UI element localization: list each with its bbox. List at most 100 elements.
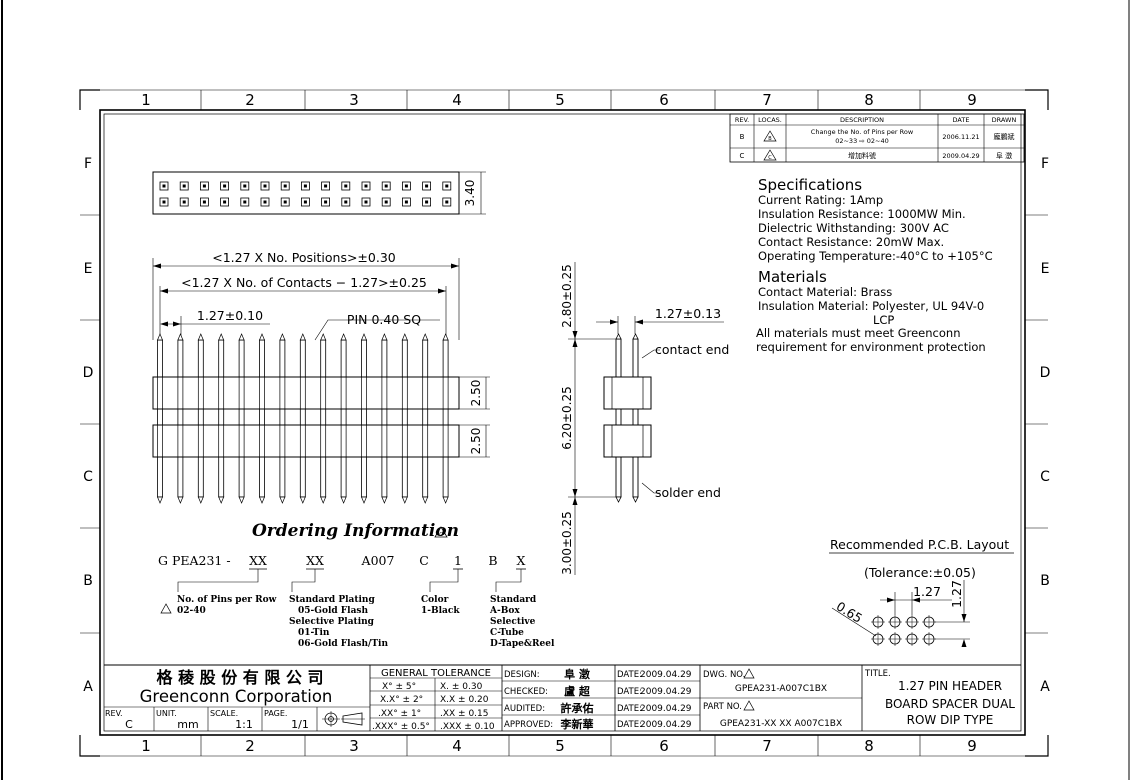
pin-square: [240, 181, 250, 191]
pin: [177, 339, 184, 498]
dim-contact-length: 2.80±0.25: [560, 264, 574, 328]
page-label: PAGE.: [264, 709, 287, 718]
code-plating: XX: [306, 553, 324, 568]
pin-square: [361, 181, 371, 191]
ordering-title: Ordering Information: [252, 521, 459, 541]
description-header: DESCRIPTION: [840, 116, 884, 124]
zone-row-label: D: [83, 365, 94, 381]
zone-row-label: A: [83, 679, 93, 695]
material-line: Insulation Material: Polyester, UL 94V-0: [758, 299, 984, 313]
pin-tip: [279, 333, 286, 341]
pin-tip: [218, 496, 225, 504]
note-packing: Standard: [490, 595, 537, 605]
pin-tip: [258, 333, 266, 341]
zone-column-label: 7: [762, 91, 772, 109]
pin-tip: [381, 333, 388, 341]
general-tolerance-title: GENERAL TOLERANCE: [381, 668, 491, 679]
pin-tip: [422, 333, 429, 341]
pin-center: [263, 184, 267, 188]
zone-row-label: C: [1040, 469, 1050, 485]
pin-center: [344, 184, 348, 188]
note-pins-title: No. of Pins per Row: [177, 595, 277, 605]
pin-square: [321, 181, 331, 191]
pin-square: [179, 197, 189, 207]
pcb-layout: Recommended P.C.B. Layout (Tolerance:±0.…: [829, 537, 1014, 647]
scale-value: 1:1: [235, 718, 253, 731]
note-plating: 01-Tin: [298, 628, 330, 638]
pin-square: [300, 197, 310, 207]
pin: [381, 339, 388, 498]
unit-label: UNIT.: [156, 709, 177, 718]
pin-center: [384, 184, 388, 188]
zone-column-label: 1: [141, 737, 151, 755]
zone-column-label: 5: [555, 91, 565, 109]
pin-tip: [442, 496, 449, 504]
dim-pitch: 1.27±0.10: [197, 308, 263, 323]
pin-tip: [299, 496, 306, 504]
pin-center: [182, 200, 186, 204]
svg-text:C: C: [439, 532, 443, 538]
zone-row-label: B: [83, 573, 93, 589]
pin: [361, 339, 367, 498]
pin-tip: [360, 496, 368, 504]
pin-square: [260, 181, 270, 191]
spec-line: Dielectric Withstanding: 300V AC: [758, 221, 949, 235]
note-packing: D-Tape&Reel: [490, 639, 555, 649]
pin-center: [202, 184, 206, 188]
dwg-no-label: DWG. NO.: [703, 670, 745, 680]
scale-label: SCALE.: [210, 709, 238, 718]
design-name: 阜 澂: [564, 667, 591, 681]
pin-square: [159, 197, 169, 207]
pin-tip: [381, 496, 388, 504]
pin-tip: [258, 496, 266, 504]
part-no-label: PART NO.: [703, 702, 742, 712]
pin-square: [422, 197, 432, 207]
pin-tip: [442, 333, 449, 341]
pin-square: [401, 197, 411, 207]
approved-label: APPROVED:: [504, 720, 553, 730]
pin-center: [303, 184, 307, 188]
pin: [442, 339, 449, 498]
title-block: 格 稜 股 份 有 限 公 司 Greenconn Corporation RE…: [104, 664, 1021, 732]
rev-label: REV.: [105, 709, 123, 718]
pin-center: [425, 184, 429, 188]
rev-b: B: [740, 133, 745, 141]
pin-square: [260, 197, 270, 207]
pin-tip: [401, 333, 408, 341]
pin-square: [199, 181, 209, 191]
pin: [279, 339, 286, 498]
zone-row-label: D: [1040, 365, 1051, 381]
drawn-header: DRAWN: [992, 116, 1017, 124]
pcb-hole-diameter: 0.65: [834, 598, 866, 625]
pin-square: [442, 197, 452, 207]
pin-center: [425, 200, 429, 204]
rev-b-desc-2: 02~33 ⇨ 02~40: [835, 137, 889, 145]
title-line: BOARD SPACER DUAL: [885, 697, 1015, 711]
checked-name: 盧 超: [564, 684, 591, 698]
rev-c-marker: C: [768, 155, 772, 161]
contact-end-label: contact end: [655, 342, 729, 357]
pin-tip: [320, 333, 327, 341]
locas-header: LOCAS.: [758, 116, 782, 124]
tol-angle: .XXX° ± 0.5°: [372, 722, 430, 732]
code-pins: XX: [249, 553, 267, 568]
design-label: DESIGN:: [504, 670, 540, 680]
pin-tip: [360, 333, 368, 341]
rev-b-desc-1: Change the No. of Pins per Row: [811, 128, 914, 136]
pin-tip: [320, 496, 327, 504]
zone-column-label: 9: [967, 737, 977, 755]
specifications: Specifications Current Rating: 1Amp Insu…: [756, 176, 993, 354]
rev-b-drawn: 龐鵬斌: [994, 132, 1015, 141]
zone-column-label: 2: [245, 91, 255, 109]
zone-column-label: 2: [245, 737, 255, 755]
pin-center: [283, 184, 287, 188]
title-line: 1.27 PIN HEADER: [898, 679, 1002, 693]
pin-center: [324, 184, 328, 188]
design-date: 2009.04.29: [640, 670, 692, 680]
ordering-information: Ordering Information C G PEA231 - XX XX …: [158, 521, 555, 649]
pin-center: [243, 184, 247, 188]
rev-b-date: 2006.11.21: [942, 133, 979, 141]
